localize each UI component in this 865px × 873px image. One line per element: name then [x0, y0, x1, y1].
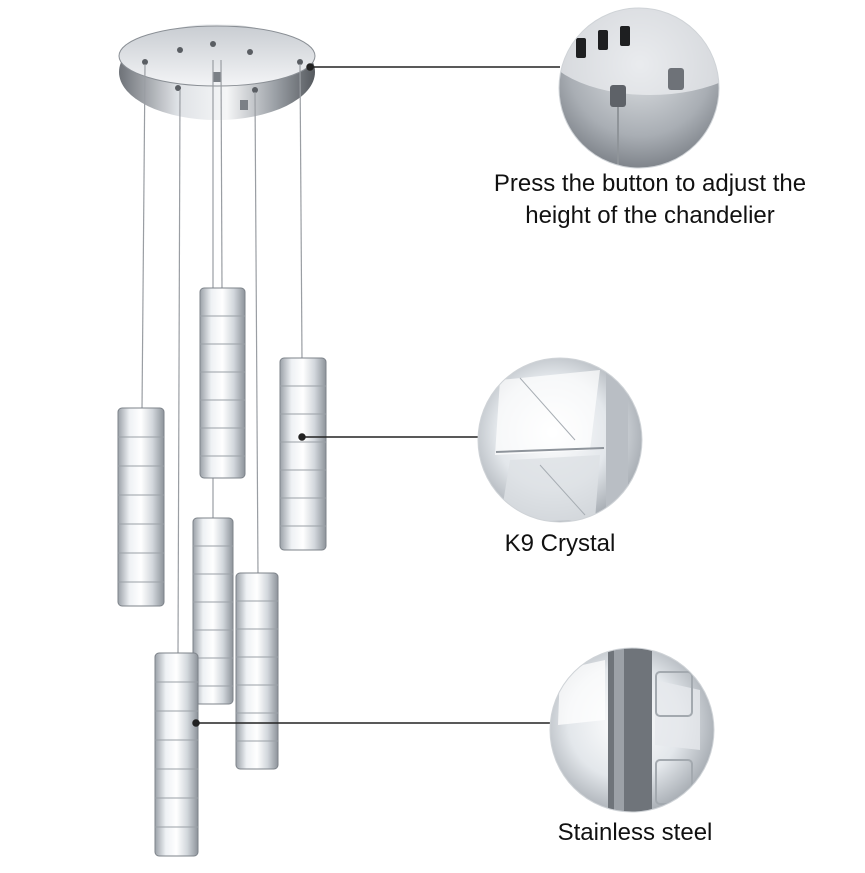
crystal-pendant [279, 357, 327, 551]
callout-crystal-caption: K9 Crystal [470, 528, 650, 560]
crystal-pendant [117, 407, 165, 607]
crystal-pendant [199, 287, 246, 479]
zoom-detail-steel [549, 647, 715, 813]
callout-steel-caption: Stainless steel [520, 817, 750, 849]
crystal-pendant [235, 572, 279, 770]
caption-line: Press the button to adjust the [493, 170, 807, 197]
callout-leader-lines [192, 63, 560, 727]
zoom-detail-button [558, 7, 720, 169]
crystal-pendant [154, 652, 199, 857]
callout-button-caption: Press the button to adjust the height of… [440, 168, 860, 232]
caption-line: Stainless steel [557, 819, 713, 846]
zoom-detail-crystal [477, 357, 643, 523]
caption-line: height of the chandelier [525, 202, 775, 229]
caption-line: K9 Crystal [504, 530, 616, 557]
ceiling-canopy [118, 24, 316, 120]
crystal-pendant [192, 517, 234, 705]
